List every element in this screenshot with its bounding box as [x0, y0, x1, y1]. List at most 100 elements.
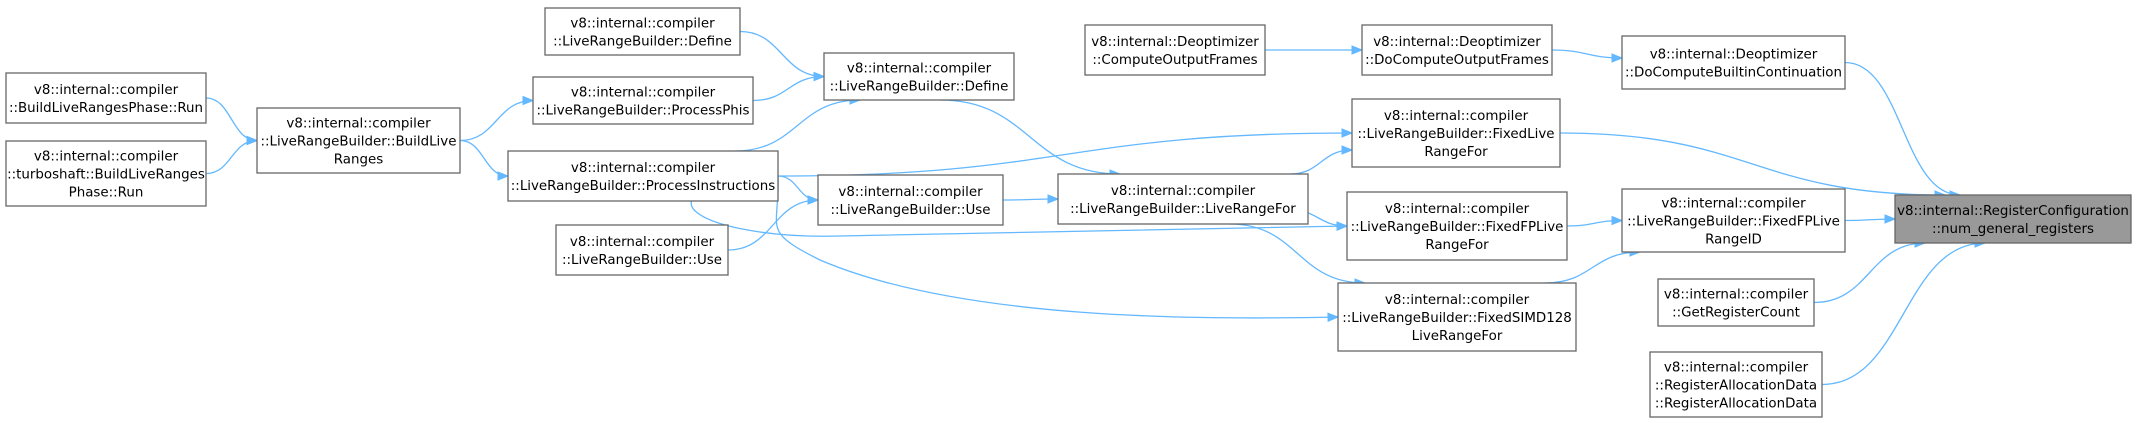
arrowhead-icon — [1341, 145, 1354, 155]
node-label-line: ::RegisterAllocationData — [1655, 379, 1817, 394]
node-label-line: v8::internal::compiler — [838, 185, 983, 200]
call-edge — [1844, 61, 1962, 200]
node-box — [1657, 278, 1815, 327]
node-label-line: ::GetRegisterCount — [1672, 306, 1800, 321]
node-label-line: ::DoComputeBuiltinContinuation — [1625, 66, 1842, 81]
function-node[interactable]: v8::internal::compiler::LiveRangeBuilder… — [544, 7, 741, 56]
call-edge — [1551, 49, 1624, 63]
node-label-line: ::LiveRangeBuilder::BuildLive — [261, 135, 457, 150]
node-label-line: ::LiveRangeBuilder::FixedFPLive — [1627, 215, 1840, 230]
node-label-line: v8::internal::compiler — [1385, 202, 1530, 217]
arrowhead-icon — [1351, 45, 1364, 55]
node-label-line: ::BuildLiveRangesPhase::Run — [9, 101, 203, 116]
edge-line — [1559, 132, 1946, 196]
node-label-line: v8::internal::compiler — [1111, 184, 1256, 199]
node-label-line: ::LiveRangeBuilder::FixedLive — [1358, 127, 1555, 142]
node-label-line: v8::internal::compiler — [34, 83, 179, 98]
arrowhead-icon — [1047, 194, 1060, 204]
function-node[interactable]: v8::internal::compiler::LiveRangeBuilder… — [1346, 191, 1568, 261]
function-node[interactable]: v8::internal::compiler::LiveRangeBuilder… — [555, 224, 729, 276]
node-box — [823, 52, 1015, 101]
edge-line — [739, 30, 825, 78]
call-edge — [727, 195, 820, 251]
node-label-line: ::LiveRangeBuilder::FixedSIMD128 — [1342, 311, 1572, 326]
edge-line — [205, 139, 258, 175]
call-edge — [775, 175, 1340, 322]
node-label-line: v8::internal::compiler — [847, 62, 992, 77]
node-label-line: Ranges — [334, 153, 383, 168]
function-node[interactable]: v8::internal::Deoptimizer::DoComputeBuil… — [1621, 35, 1846, 90]
node-box — [555, 224, 729, 276]
call-edge — [1229, 223, 1367, 288]
function-node[interactable]: v8::internal::compiler::LiveRangeBuilder… — [1621, 188, 1846, 253]
node-label-line: v8::internal::compiler — [570, 235, 715, 250]
call-edge — [205, 135, 259, 175]
node-box — [544, 7, 741, 56]
call-edge — [459, 95, 535, 142]
call-edge — [752, 71, 826, 102]
node-box — [1361, 24, 1553, 76]
node-box — [1894, 194, 2132, 244]
node-label-line: v8::internal::Deoptimizer — [1373, 35, 1541, 50]
function-node[interactable]: v8::internal::compiler::RegisterAllocati… — [1649, 351, 1823, 418]
edge-line — [734, 99, 861, 152]
call-edge — [734, 95, 862, 152]
arrowhead-icon — [1341, 128, 1354, 138]
arrowhead-icon — [522, 95, 535, 106]
edge-line — [752, 75, 825, 102]
call-edge — [459, 139, 510, 181]
edge-line — [459, 99, 534, 142]
function-node[interactable]: v8::internal::compiler::LiveRangeBuilder… — [1057, 173, 1309, 225]
node-label-line: RangeFor — [1424, 145, 1488, 160]
function-node[interactable]: v8::internal::compiler::LiveRangeBuilder… — [1337, 282, 1577, 352]
node-label-line: RangeID — [1705, 233, 1762, 248]
node-label-line: v8::internal::Deoptimizer — [1091, 35, 1259, 50]
edge-line — [775, 175, 1339, 319]
node-label-line: v8::internal::compiler — [571, 161, 716, 176]
node-label-line: LiveRangeFor — [1412, 329, 1503, 344]
function-node[interactable]: v8::internal::compiler::BuildLiveRangesP… — [5, 72, 207, 124]
node-label-line: ::LiveRangeBuilder::LiveRangeFor — [1070, 202, 1296, 217]
function-node[interactable]: v8::internal::compiler::LiveRangeBuilder… — [532, 76, 754, 125]
call-edge — [1289, 145, 1354, 175]
node-label-line: Phase::Run — [69, 186, 144, 201]
node-box — [1649, 351, 1823, 418]
node-label-line: ::LiveRangeBuilder::Define — [553, 35, 732, 50]
call-edge — [739, 30, 826, 82]
call-edge — [1566, 215, 1624, 227]
arrowhead-icon — [1611, 53, 1624, 63]
function-node[interactable]: v8::internal::compiler::LiveRangeBuilder… — [1351, 98, 1561, 168]
arrowhead-icon — [1884, 214, 1897, 224]
function-node[interactable]: v8::internal::compiler::LiveRangeBuilder… — [256, 107, 461, 174]
node-box — [507, 150, 779, 202]
node-label-line: v8::internal::compiler — [1384, 109, 1529, 124]
edge-line — [1844, 61, 1961, 196]
function-node[interactable]: v8::internal::compiler::GetRegisterCount — [1657, 278, 1815, 327]
edge-line — [939, 99, 1121, 175]
call-edge — [1844, 214, 1897, 224]
arrowhead-icon — [807, 195, 820, 205]
root-function-node[interactable]: v8::internal::RegisterConfiguration::num… — [1894, 194, 2132, 244]
function-node[interactable]: v8::internal::compiler::LiveRangeBuilder… — [507, 150, 779, 202]
node-label-line: v8::internal::compiler — [1661, 197, 1806, 212]
function-node[interactable]: v8::internal::compiler::turboshaft::Buil… — [5, 140, 207, 207]
function-node[interactable]: v8::internal::Deoptimizer::ComputeOutput… — [1084, 24, 1266, 76]
arrowhead-icon — [497, 171, 510, 181]
nodes: v8::internal::RegisterConfiguration::num… — [5, 7, 2132, 418]
call-edge — [1002, 194, 1060, 204]
function-node[interactable]: v8::internal::compiler::LiveRangeBuilder… — [823, 52, 1015, 101]
node-box — [256, 107, 461, 174]
node-label-line: RangeFor — [1425, 238, 1489, 253]
edge-line — [1813, 242, 1926, 304]
node-label-line: ::LiveRangeBuilder::ProcessInstructions — [511, 179, 775, 194]
node-box — [1346, 191, 1568, 261]
node-label-line: v8::internal::compiler — [1385, 293, 1530, 308]
node-label-line: v8::internal::compiler — [570, 17, 715, 32]
arrowhead-icon — [813, 71, 826, 82]
node-label-line: ::LiveRangeBuilder::Use — [831, 203, 991, 218]
node-box — [1351, 98, 1561, 168]
node-label-line: v8::internal::Deoptimizer — [1650, 48, 1818, 63]
function-node[interactable]: v8::internal::Deoptimizer::DoComputeOutp… — [1361, 24, 1553, 76]
function-node[interactable]: v8::internal::compiler::LiveRangeBuilder… — [817, 174, 1004, 226]
